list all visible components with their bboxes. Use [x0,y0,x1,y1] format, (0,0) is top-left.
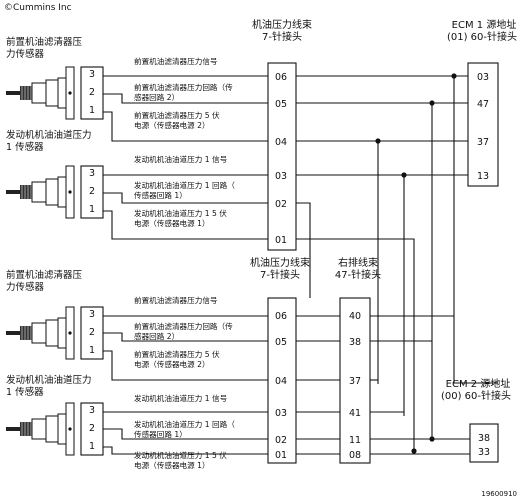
sensor-pin: 3 [89,168,95,179]
sensor-pin: 2 [89,423,95,434]
oil-harness-top-subtitle: 7-针接头 [262,30,302,43]
right-harness-connector: 右排线束 47-针接头 40 38 37 41 11 08 [335,256,381,464]
sensor-pin: 1 [89,441,95,452]
oil-top-pin: 04 [275,137,287,148]
right-harness-pin: 37 [349,376,361,387]
right-harness-pin: 08 [349,450,361,461]
sensor-pin: 3 [89,405,95,416]
wire-label: 发动机机油油道压力 1 5 伏 [134,450,227,460]
wire-label: 前置机油滤清器压力回路（传 [134,82,233,92]
ecm2-connector: ECM 2 源地址 (00) 60-针接头 38 33 [441,377,511,463]
ecm1-pin: 13 [477,171,489,182]
wire-label: 电源（传感器电源 2） [134,359,210,369]
pressure-sensor-icon [6,306,75,360]
ecm1-pin: 47 [477,99,489,110]
wire-label: 发动机机油油道压力 1 5 伏 [134,208,227,218]
sensor-pin: 1 [89,105,95,116]
sensor-label: 前置机油滤清器压 [6,269,83,281]
ecm1-title: ECM 1 源地址 [452,18,517,31]
wire-label: 感器回路 2） [134,331,179,341]
junction-dot [401,172,407,178]
wire-label: 前置机油滤清器压力 5 伏 [134,349,220,359]
oil-top-pin: 05 [275,99,287,110]
wire-label: 感器回路 2） [134,92,179,102]
oil-harness-connector-top: 机油压力线束 7-针接头 06 05 04 03 02 01 [252,18,312,251]
wire-label: 前置机油滤清器压力信号 [134,56,218,66]
pressure-sensor-icon [6,165,75,219]
ecm1-subtitle: (01) 60-针接头 [447,30,517,43]
wire-label: 电源（传感器电源 2） [134,120,210,130]
wire-labels: 前置机油滤清器压力信号 前置机油滤清器压力回路（传 感器回路 2） 前置机油滤清… [134,56,235,470]
figure-id: 19600910 [481,490,517,498]
pressure-sensor-icon [6,402,75,456]
ecm1-connector: ECM 1 源地址 (01) 60-针接头 03 47 37 13 [447,18,517,187]
ecm1-pin: 37 [477,137,489,148]
copyright-text: ©Cummins Inc [4,3,72,13]
wire-label: 传感器回路 1） [134,190,187,200]
wire-label: 电源（传感器电源 1） [134,218,210,228]
junction-dot [411,448,417,454]
pressure-sensor-icon [6,66,75,120]
junction-dot [375,138,381,144]
oil-bottom-pin: 03 [275,408,287,419]
oil-bottom-pin: 06 [275,311,287,322]
sensor-label: 力传感器 [6,48,45,60]
oil-harness-bottom-subtitle: 7-针接头 [260,268,300,281]
right-harness-subtitle: 47-针接头 [335,268,381,281]
wire-network [103,75,498,455]
junction-dots [375,73,457,454]
wire-label: 前置机油滤清器压力 5 伏 [134,110,220,120]
oil-bottom-pin: 05 [275,337,287,348]
ecm1-pin: 03 [477,72,489,83]
sensor-pin: 2 [89,87,95,98]
oil-top-pin: 01 [275,235,287,246]
ecm2-pin: 33 [478,447,490,458]
oil-bottom-pin: 04 [275,376,287,387]
oil-harness-connector-bottom: 机油压力线束 7-针接头 06 05 04 03 02 01 [250,256,310,464]
sensor-label: 1 传感器 [6,386,44,398]
wire-label: 发动机机油油道压力 1 回路（ [134,419,235,429]
right-harness-title: 右排线束 [338,256,378,269]
oil-bottom-pin: 02 [275,435,287,446]
sensor-label: 1 传感器 [6,141,44,153]
sensor-pin: 3 [89,69,95,80]
sensor-label: 发动机机油油道压力 [6,374,92,386]
ecm2-pin: 38 [478,433,490,444]
right-harness-pin: 40 [349,311,361,322]
wire-label: 发动机机油油道压力 1 信号 [134,154,228,164]
sensor-pin: 2 [89,186,95,197]
junction-dot [451,73,457,79]
oil-top-pin: 06 [275,72,287,83]
oil-top-pin: 02 [275,199,287,210]
oil-harness-top-title: 机油压力线束 [252,18,312,31]
sensor-pin: 1 [89,204,95,215]
ecm2-subtitle: (00) 60-针接头 [441,389,511,402]
oil-top-pin: 03 [275,171,287,182]
junction-dot [429,436,435,442]
oil-bottom-pin: 01 [275,450,287,461]
wire-label: 传感器回路 1） [134,429,187,439]
right-harness-pin: 11 [349,435,361,446]
sensor-pin: 1 [89,345,95,356]
oil-harness-bottom-title: 机油压力线束 [250,256,310,269]
junction-dot [429,100,435,106]
sensor-pin: 3 [89,309,95,320]
wire-label: 前置机油滤清器压力信号 [134,295,218,305]
wire-label: 发动机机油油道压力 1 信号 [134,393,228,403]
right-harness-pin: 41 [349,408,361,419]
wire-label: 电源（传感器电源 1） [134,460,210,470]
right-harness-pin: 38 [349,337,361,348]
wire-label: 前置机油滤清器压力回路（传 [134,321,233,331]
sensor-pin: 2 [89,327,95,338]
wire-label: 发动机机油油道压力 1 回路（ [134,180,235,190]
sensor-label: 力传感器 [6,281,45,293]
sensor-label: 发动机机油油道压力 [6,129,92,141]
sensor-label: 前置机油滤清器压 [6,36,83,48]
